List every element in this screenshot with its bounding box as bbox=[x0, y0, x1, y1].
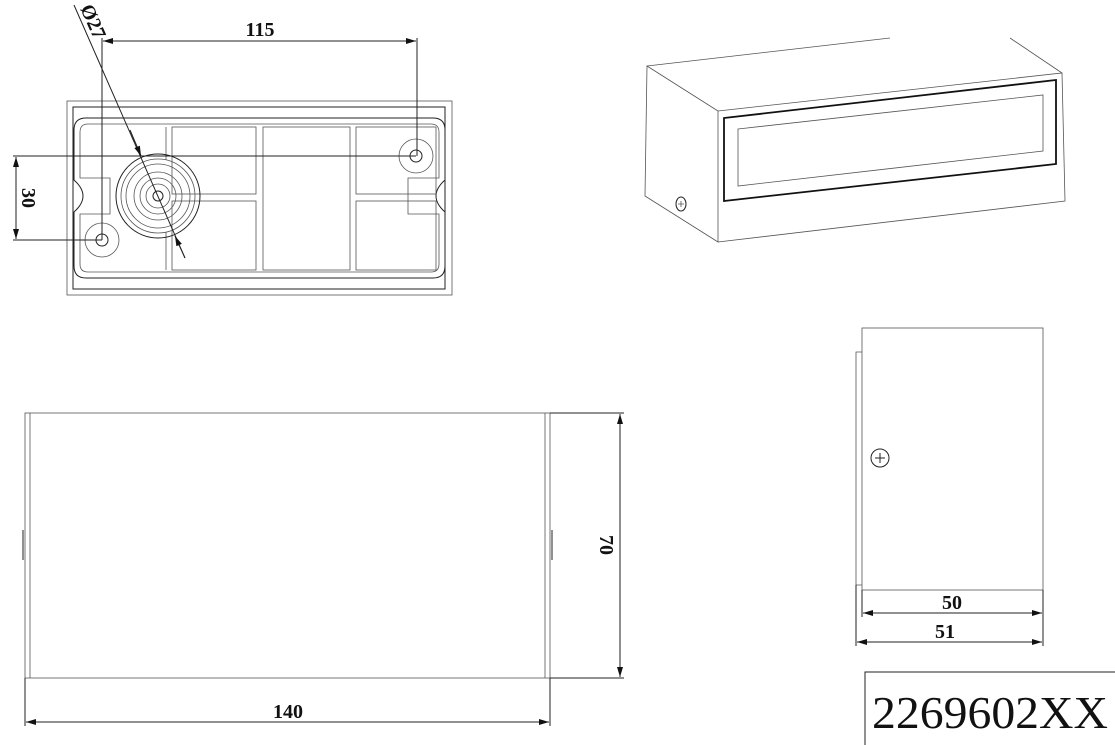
compartments bbox=[165, 126, 437, 271]
dim-115: 115 bbox=[246, 19, 275, 41]
front-view: 70 140 bbox=[22, 412, 624, 726]
top-view: 115 30 Ø27 bbox=[13, 1, 453, 296]
dim-30: 30 bbox=[17, 188, 39, 208]
part-number-box: 2269602XX bbox=[864, 671, 1115, 745]
dim-50: 50 bbox=[942, 592, 962, 614]
dim-diameter-27: Ø27 bbox=[75, 1, 110, 42]
isometric-view bbox=[644, 37, 1066, 243]
screw-icon bbox=[870, 448, 890, 468]
screw-icon bbox=[675, 196, 687, 212]
part-number: 2269602XX bbox=[872, 687, 1108, 738]
dim-140: 140 bbox=[273, 701, 303, 723]
side-view: 50 51 bbox=[855, 327, 1044, 646]
dim-70: 70 bbox=[595, 535, 617, 555]
cable-gland bbox=[115, 153, 201, 239]
dim-51: 51 bbox=[935, 621, 955, 643]
